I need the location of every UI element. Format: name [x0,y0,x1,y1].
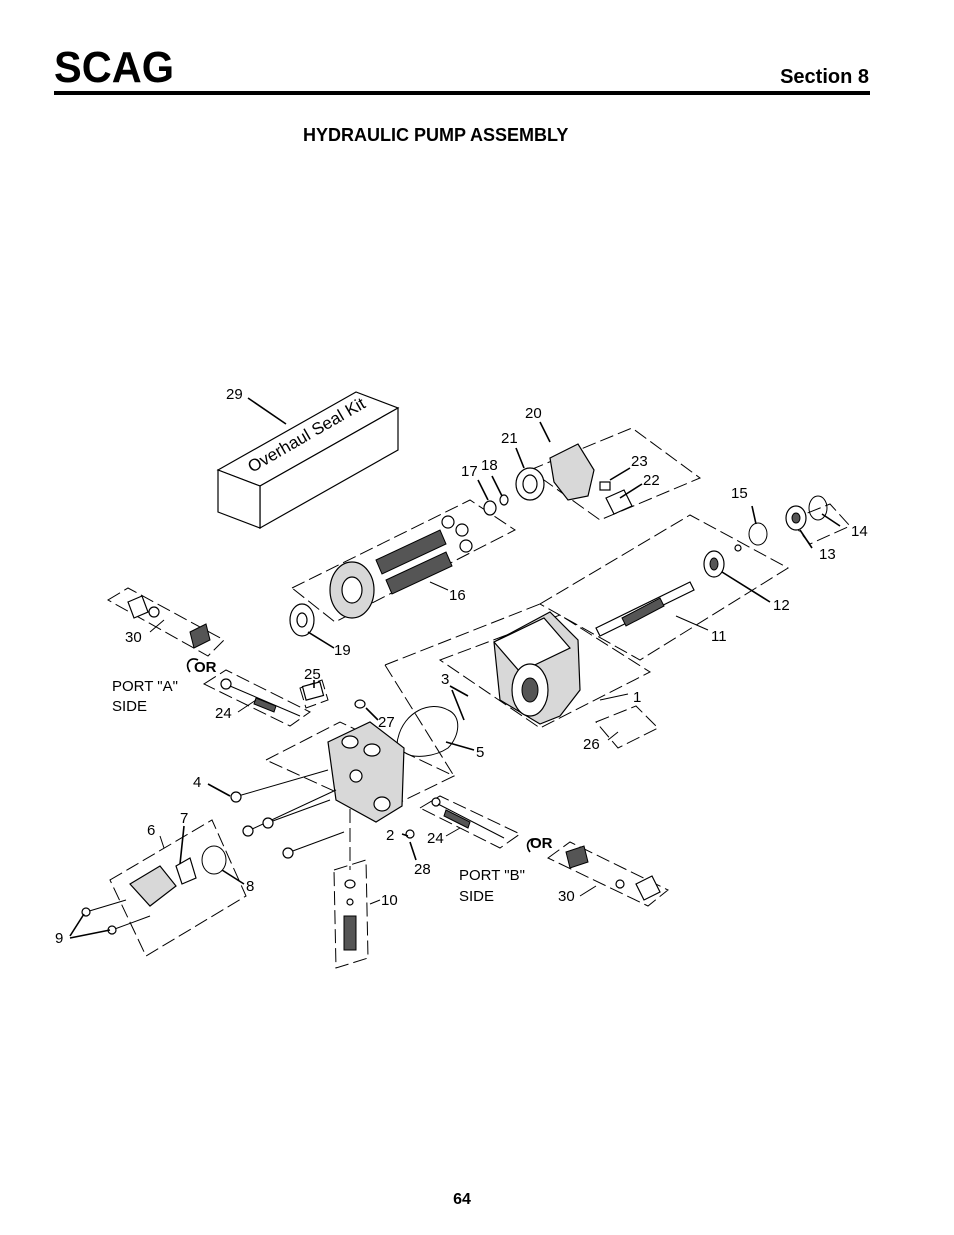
group-outline-11 [538,514,789,661]
callout-30a: 30 [125,629,142,646]
callout-25: 25 [304,666,321,683]
or-swirl-icon: OR [526,835,553,853]
callout-13: 13 [819,546,836,563]
pump-housing [493,611,581,725]
svg-text:OR: OR [530,835,553,852]
callout-12: 12 [773,597,790,614]
valve-30b [565,845,661,901]
callout-11: 11 [711,628,727,645]
group-outline-6 [109,819,247,957]
callout-14: 14 [851,523,868,540]
callouts: 29 20 21 17 18 23 22 15 14 13 12 11 16 3… [55,386,868,947]
callout-4: 4 [193,774,201,791]
callout-17: 17 [461,463,478,480]
callout-27: 27 [378,714,395,731]
callout-9: 9 [55,930,63,947]
callout-22: 22 [643,472,660,489]
callout-23: 23 [631,453,648,470]
leader-lines [69,397,841,939]
retaining-ring-14 [808,495,828,521]
group-outline-16 [291,499,516,623]
scag-logo: SCAG [54,44,174,89]
callout-15: 15 [731,485,748,502]
callout-7: 7 [180,810,188,827]
part-25 [301,681,325,701]
callout-18: 18 [481,457,498,474]
group-outline-30b [547,841,669,907]
port-b-line2: SIDE [459,888,494,905]
valve-30a [127,595,211,649]
callout-5: 5 [476,744,484,761]
cover-6 [81,845,227,935]
port-b-line1: PORT "B" [459,867,525,884]
callout-21: 21 [501,430,518,447]
valve-24b [431,797,505,839]
callout-8: 8 [246,878,254,895]
valve-24a [220,678,301,717]
plug-28 [405,829,415,839]
port-a-line1: PORT "A" [112,678,178,695]
svg-text:OR: OR [194,659,217,676]
callout-3: 3 [441,671,449,688]
logo-text: SCAG [54,44,174,89]
or-swirl-icon: OR [186,658,217,676]
header-rule [54,91,870,95]
group-outline-30a [107,587,225,657]
callout-20: 20 [525,405,542,422]
swashplate [483,443,633,516]
callout-19: 19 [334,642,351,659]
group-outline-10 [333,859,369,969]
cartridge-10 [343,879,357,951]
group-outline-25 [299,679,329,709]
page-title: HYDRAULIC PUMP ASSEMBLY [303,125,569,145]
callout-26: 26 [583,736,600,753]
callout-30b: 30 [558,888,575,905]
gasket-5 [396,706,459,757]
group-outline-26 [595,705,659,749]
callout-28: 28 [414,861,431,878]
callout-1: 1 [633,689,641,706]
rotating-group [289,515,473,637]
callout-10: 10 [381,892,398,909]
seal-kit-box: Overhaul Seal Kit [216,391,400,530]
seal-15 [748,522,768,546]
shaft [595,544,742,637]
page-number: 64 [453,1191,471,1208]
group-outline-24a [202,669,311,727]
callout-2: 2 [386,827,394,844]
callout-16: 16 [449,587,466,604]
section-heading: Section 8 [780,66,869,88]
group-outline-20 [528,427,702,521]
callout-6: 6 [147,822,155,839]
callout-24a: 24 [215,705,232,722]
callout-24b: 24 [427,830,444,847]
plug-27 [354,699,366,709]
callout-29: 29 [226,386,243,403]
bolts-4 [230,769,345,859]
port-a-line2: SIDE [112,698,147,715]
end-cap-block [327,721,405,823]
